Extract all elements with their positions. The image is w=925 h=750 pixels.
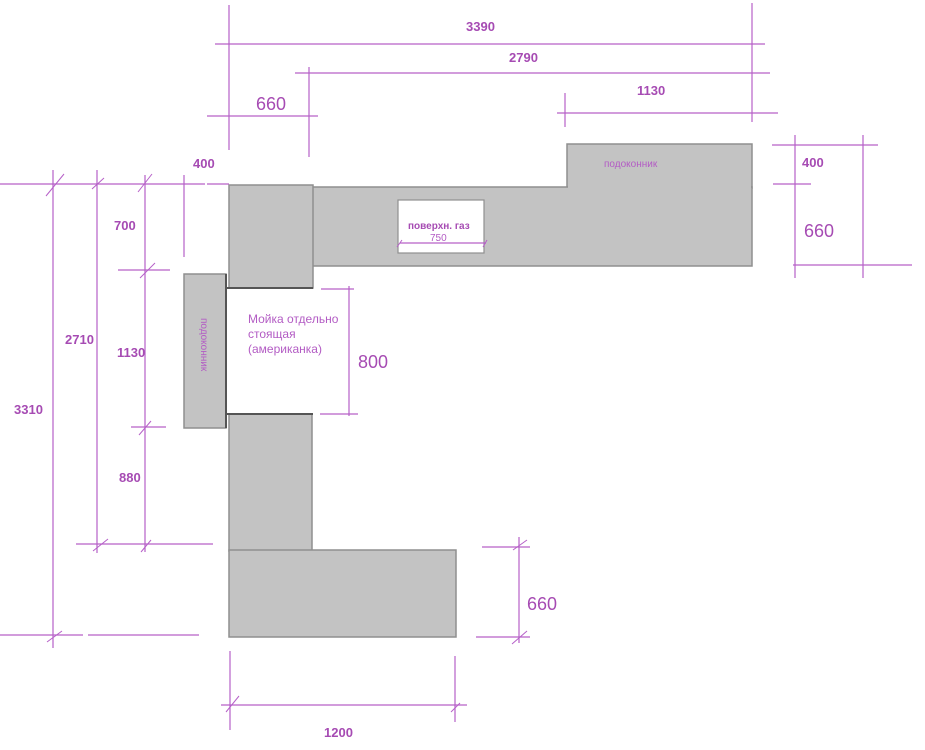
dimension-lines <box>0 3 912 730</box>
dim-top-inner: 2790 <box>509 50 538 65</box>
gas-hob <box>397 199 485 254</box>
dim-left-700: 700 <box>114 218 136 233</box>
label-sink-line1: Мойка отдельно <box>248 312 339 326</box>
element-labels: подоконник подоконник поверхн. газ 750 М… <box>198 159 658 372</box>
label-sink-line2: стоящая <box>248 327 296 341</box>
label-left-windowsill: подоконник <box>198 318 209 372</box>
dim-sink-800: 800 <box>358 352 388 372</box>
top-windowsill <box>566 143 753 189</box>
dim-top-left-660: 660 <box>256 94 286 114</box>
label-gas-hob: поверхн. газ <box>408 221 470 232</box>
dim-left-top-400: 400 <box>193 156 215 171</box>
dim-top-total: 3390 <box>466 19 495 34</box>
countertops <box>183 143 753 638</box>
label-sink-line3: (американка) <box>248 342 322 356</box>
dim-bottom-1200: 1200 <box>324 725 353 740</box>
dim-left-3310: 3310 <box>14 402 43 417</box>
dim-right-sill-400: 400 <box>802 155 824 170</box>
dimension-labels: 3390 2790 1130 660 400 660 400 700 1130 … <box>14 19 834 740</box>
top-counter <box>311 186 753 267</box>
label-gas-hob-width: 750 <box>430 233 447 244</box>
bottom-counter <box>228 549 457 638</box>
dim-left-1130: 1130 <box>117 345 145 360</box>
dim-right-counter-660: 660 <box>804 221 834 241</box>
seam-cover <box>568 185 751 189</box>
dim-top-right-1130: 1130 <box>637 83 665 98</box>
dim-left-880: 880 <box>119 470 141 485</box>
dim-left-2710: 2710 <box>65 332 94 347</box>
left-lower-counter <box>228 413 313 552</box>
label-top-windowsill: подоконник <box>604 159 658 170</box>
dim-bottom-660: 660 <box>527 594 557 614</box>
corner-block <box>228 184 314 289</box>
